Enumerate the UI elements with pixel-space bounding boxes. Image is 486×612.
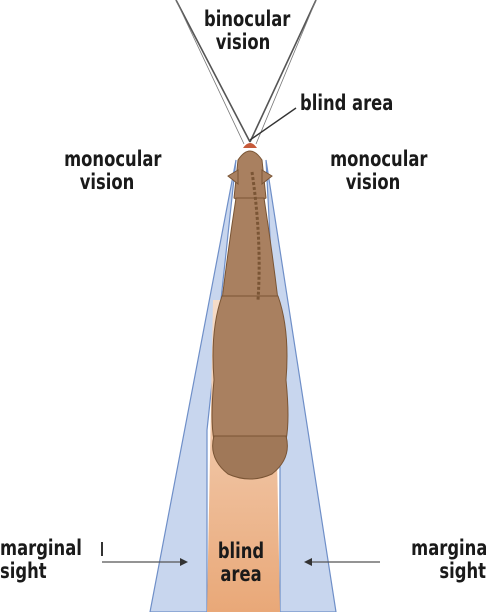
marginal-right-line-2: sight bbox=[411, 560, 486, 583]
blind-area-pointer bbox=[250, 108, 296, 140]
marginal-right-line-1: marginal bbox=[411, 537, 486, 560]
monocular-vision-right-label: monocular vision bbox=[330, 148, 416, 194]
monocular-right-line-2: vision bbox=[330, 171, 416, 194]
binocular-vision-line-1: binocular bbox=[204, 8, 282, 31]
monocular-left-line-1: monocular bbox=[64, 148, 150, 171]
binocular-vision-line-2: vision bbox=[204, 31, 282, 54]
blind-area-bottom-line-2: area bbox=[206, 563, 276, 586]
marginal-sight-left-label: marginal sight bbox=[0, 537, 78, 583]
horse-top-view bbox=[212, 143, 288, 479]
binocular-vision-label: binocular vision bbox=[204, 8, 282, 54]
marginal-left-line-2: sight bbox=[0, 560, 78, 583]
monocular-vision-left-label: monocular vision bbox=[64, 148, 150, 194]
marginal-left-line-1: marginal bbox=[0, 537, 78, 560]
monocular-left-line-2: vision bbox=[64, 171, 150, 194]
marginal-sight-right-label: marginal sight bbox=[411, 537, 486, 583]
blind-area-bottom-label: blind area bbox=[206, 540, 276, 586]
monocular-right-line-1: monocular bbox=[330, 148, 416, 171]
blind-area-bottom-line-1: blind bbox=[206, 540, 276, 563]
blind-area-top-label: blind area bbox=[300, 92, 386, 115]
blind-area-top-text: blind area bbox=[300, 92, 386, 115]
